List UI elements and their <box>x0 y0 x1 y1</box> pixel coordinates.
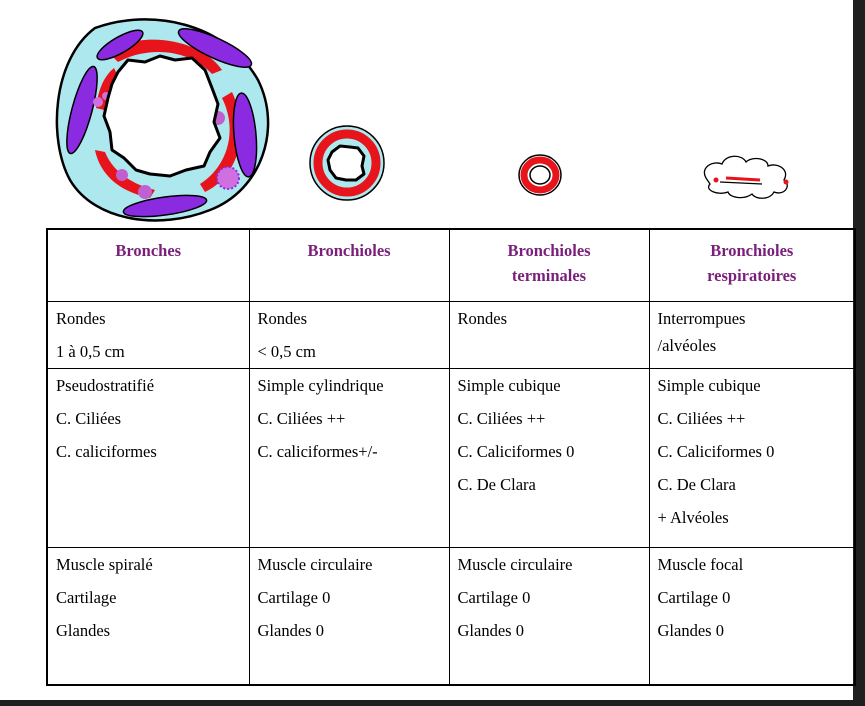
cell-line: C. Caliciformes 0 <box>457 442 575 461</box>
cell-line: C. Ciliées <box>56 409 122 428</box>
table-cell: Simple cylindrique C. Ciliées ++ C. calici… <box>249 368 450 548</box>
table-row-epithelium: Pseudostratifié C. Ciliées C. caliciformes… <box>47 368 855 548</box>
header-bronchioles-respiratoires: Bronchioles respiratoires <box>649 229 855 302</box>
cell-line: Muscle circulaire <box>257 555 373 574</box>
cell-line: /alvéoles <box>657 336 717 355</box>
comparison-table: Bronches Bronchioles Bronchioles terminal… <box>46 228 856 686</box>
cell-line: Glandes 0 <box>457 621 524 640</box>
cell-line: Cartilage 0 <box>257 588 331 607</box>
cell-line: C. De Clara <box>657 475 736 494</box>
cell-line: Glandes 0 <box>657 621 724 640</box>
airway-cross-sections <box>55 18 789 222</box>
cell-line: Rondes <box>257 309 308 328</box>
cell-line: Simple cubique <box>457 376 561 395</box>
header-line: Bronchioles <box>307 241 391 260</box>
cell-line: Cartilage 0 <box>657 588 731 607</box>
cell-line: Muscle focal <box>657 555 744 574</box>
table-cell: Rondes 1 à 0,5 cm <box>47 301 250 369</box>
table-header-row: Bronches Bronchioles Bronchioles terminal… <box>47 229 855 302</box>
window-edge-right <box>853 0 865 706</box>
cell-line: Simple cubique <box>657 376 761 395</box>
cell-line: 1 à 0,5 cm <box>56 342 125 361</box>
cell-line: Glandes <box>56 621 111 640</box>
cell-line: C. De Clara <box>457 475 536 494</box>
respiratory-bronchiole-cross-section <box>703 155 789 199</box>
header-bronches: Bronches <box>47 229 250 302</box>
window-edge-bottom <box>0 700 865 706</box>
header-bronchioles: Bronchioles <box>249 229 450 302</box>
table-cell: Rondes <box>449 301 650 369</box>
cell-line: Interrompues <box>657 309 746 328</box>
table-row-shape: Rondes 1 à 0,5 cm Rondes < 0,5 cm Rondes I… <box>47 301 855 369</box>
bronchus-cross-section <box>55 18 270 222</box>
table-cell: Pseudostratifié C. Ciliées C. caliciformes <box>47 368 250 548</box>
terminal-bronchiole-cross-section <box>518 154 562 196</box>
cell-line: Pseudostratifié <box>56 376 155 395</box>
cell-line: Rondes <box>56 309 106 328</box>
table-cell: Simple cubique C. Ciliées ++ C. Caliciform… <box>649 368 855 548</box>
cell-line: C. caliciformes+/- <box>257 442 378 461</box>
header-line: Bronchioles <box>710 241 794 260</box>
cell-line: C. Ciliées ++ <box>257 409 346 428</box>
cell-line: Muscle spiralé <box>56 555 153 574</box>
cell-line: C. Ciliées ++ <box>657 409 746 428</box>
cell-line: Glandes 0 <box>257 621 324 640</box>
header-bronchioles-terminales: Bronchioles terminales <box>449 229 650 302</box>
cell-line: C. caliciformes <box>56 442 157 461</box>
header-line: Bronches <box>115 241 182 260</box>
bronchiole-cross-section <box>309 125 385 201</box>
header-line: Bronchioles <box>507 241 591 260</box>
cell-line: Cartilage <box>56 588 117 607</box>
cell-line: Simple cylindrique <box>257 376 384 395</box>
cell-line: C. Ciliées ++ <box>457 409 546 428</box>
cell-line: + Alvéoles <box>657 508 729 527</box>
header-line: terminales <box>511 266 587 285</box>
table-cell: Interrompues/alvéoles <box>649 301 855 369</box>
cell-line: Rondes <box>457 309 508 328</box>
cell-line: C. Caliciformes 0 <box>657 442 775 461</box>
table-cell: Rondes < 0,5 cm <box>249 301 450 369</box>
table-cell: Simple cubique C. Ciliées ++ C. Caliciform… <box>449 368 650 548</box>
cell-line: < 0,5 cm <box>257 342 316 361</box>
header-line: respiratoires <box>707 266 797 285</box>
cell-line: Muscle circulaire <box>457 555 573 574</box>
cell-line: Cartilage 0 <box>457 588 531 607</box>
